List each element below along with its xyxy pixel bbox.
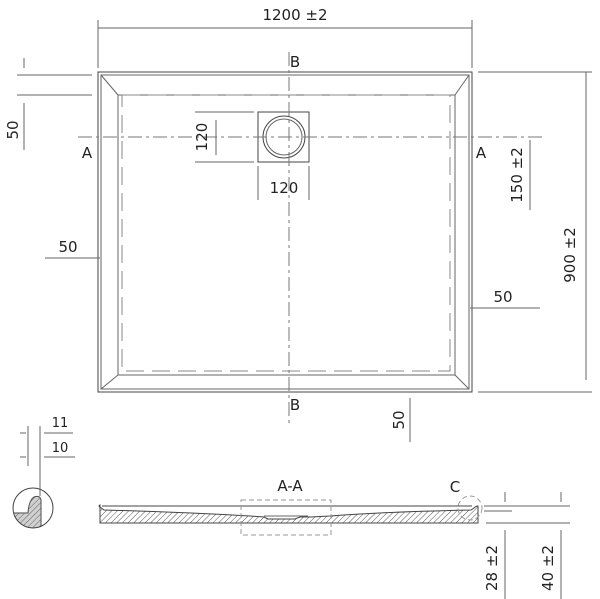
edge-bottom-dimension: 50 [390, 398, 411, 442]
detail-dim-upper-label: 11 [52, 416, 69, 431]
drain-offset-dimension: 150 ±2 [508, 140, 531, 210]
height-inner-dim-label: 28 ±2 [483, 545, 501, 591]
edge-left-dim-label: 50 [58, 238, 77, 256]
width-dim-label: 1200 ±2 [262, 6, 327, 24]
drain-height-dimension: 120 [193, 111, 254, 163]
width-dimension: 1200 ±2 [97, 6, 473, 68]
height-dimensions: 28 ±2 40 ±2 [483, 492, 570, 599]
edge-right-dimension: 50 [470, 288, 540, 309]
section-a-a-view: A-A C [98, 477, 483, 536]
edge-bottom-dim-label: 50 [390, 410, 408, 429]
detail-dim-lower-label: 10 [52, 441, 69, 456]
drain-offset-dim-label: 150 ±2 [508, 147, 526, 203]
detail-c-label: C [450, 478, 460, 496]
section-b-bottom-label: B [290, 396, 300, 414]
tray-plan-view [97, 71, 473, 393]
edge-top-dim-label: 50 [4, 120, 22, 139]
height-total-dim-label: 40 ±2 [539, 545, 557, 591]
drain-width-dimension: 120 [257, 166, 310, 200]
section-a-right-label: A [476, 144, 487, 162]
edge-top-dimension: 50 [4, 58, 92, 150]
edge-right-dim-label: 50 [493, 288, 512, 306]
section-label: A-A [277, 477, 303, 495]
section-b-top-label: B [290, 53, 300, 71]
depth-dimension: 900 ±2 [478, 71, 592, 393]
detail-c-view: 11 10 [12, 416, 75, 529]
drain-height-dim-label: 120 [193, 123, 211, 152]
drain-width-dim-label: 120 [270, 179, 299, 197]
edge-left-dimension: 50 [45, 238, 100, 259]
depth-dim-label: 900 ±2 [561, 227, 579, 283]
section-a-left-label: A [82, 144, 93, 162]
